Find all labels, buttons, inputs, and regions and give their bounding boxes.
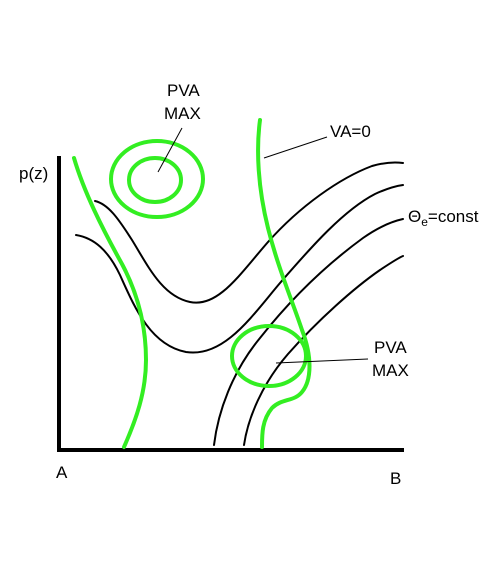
origin-label: A (56, 463, 68, 482)
axes (57, 156, 404, 452)
theta-subscript: e (421, 215, 428, 229)
contour-line-2 (75, 184, 404, 354)
theta-e-contours (75, 161, 404, 446)
pva-max-upper-label-line2: MAX (164, 104, 201, 123)
va-zero-line (256, 118, 312, 449)
pva-max-lower-ring (230, 324, 308, 388)
va-zero-label: VA=0 (330, 122, 371, 141)
theta-e-const-label: Θe=const (408, 207, 479, 229)
text-labels: p(z) A B PVA MAX VA=0 Θe=const PVA MAX (19, 81, 479, 488)
x-end-label: B (390, 469, 401, 488)
pva-max-upper-label-line1: PVA (167, 81, 200, 100)
pva-max-lower-label-line2: MAX (372, 361, 409, 380)
contour-line-1 (94, 161, 404, 304)
green-trough-line (72, 156, 148, 449)
pva-max-lower-leader (275, 358, 369, 364)
y-axis-label: p(z) (19, 164, 48, 183)
green-features (72, 118, 312, 449)
va-zero-leader (263, 136, 328, 159)
leader-lines (157, 127, 369, 364)
contour-line-4 (243, 255, 404, 446)
pva-max-lower-label-line1: PVA (374, 338, 407, 357)
pva-max-upper-inner-ring (127, 156, 183, 204)
contour-line-3 (213, 218, 404, 446)
pva-max-upper-outer-ring (109, 139, 205, 219)
theta-symbol: Θ (408, 207, 421, 226)
theta-rest: =const (428, 207, 479, 226)
pva-max-upper-leader (157, 127, 183, 173)
